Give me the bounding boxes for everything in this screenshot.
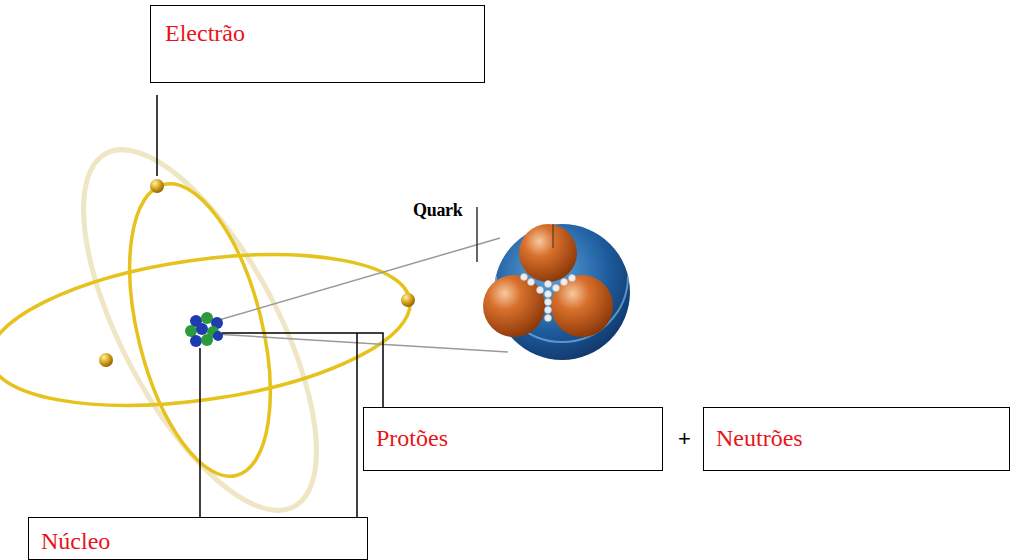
- part-name: Quark: [413, 200, 463, 221]
- box-text: Núcleo: [41, 528, 110, 556]
- faint-orbit: [37, 117, 363, 543]
- label-box: Electrão: [150, 5, 485, 83]
- nucleus-cluster: [185, 312, 223, 347]
- plus-sign: +: [678, 426, 691, 452]
- box-text: Protões: [376, 425, 448, 453]
- electron: [99, 353, 113, 367]
- electron: [150, 179, 164, 193]
- projection-line: [212, 238, 500, 322]
- orbit-group: [0, 117, 420, 543]
- label-box: Neutrões: [703, 407, 1010, 471]
- electron: [401, 293, 415, 307]
- label-box: Protões: [363, 407, 663, 471]
- box-text: Electrão: [165, 20, 245, 48]
- box-text: Neutrões: [716, 425, 803, 453]
- projection-line: [214, 334, 508, 352]
- proton-detail: [483, 224, 630, 360]
- label-box: Núcleo: [28, 517, 368, 560]
